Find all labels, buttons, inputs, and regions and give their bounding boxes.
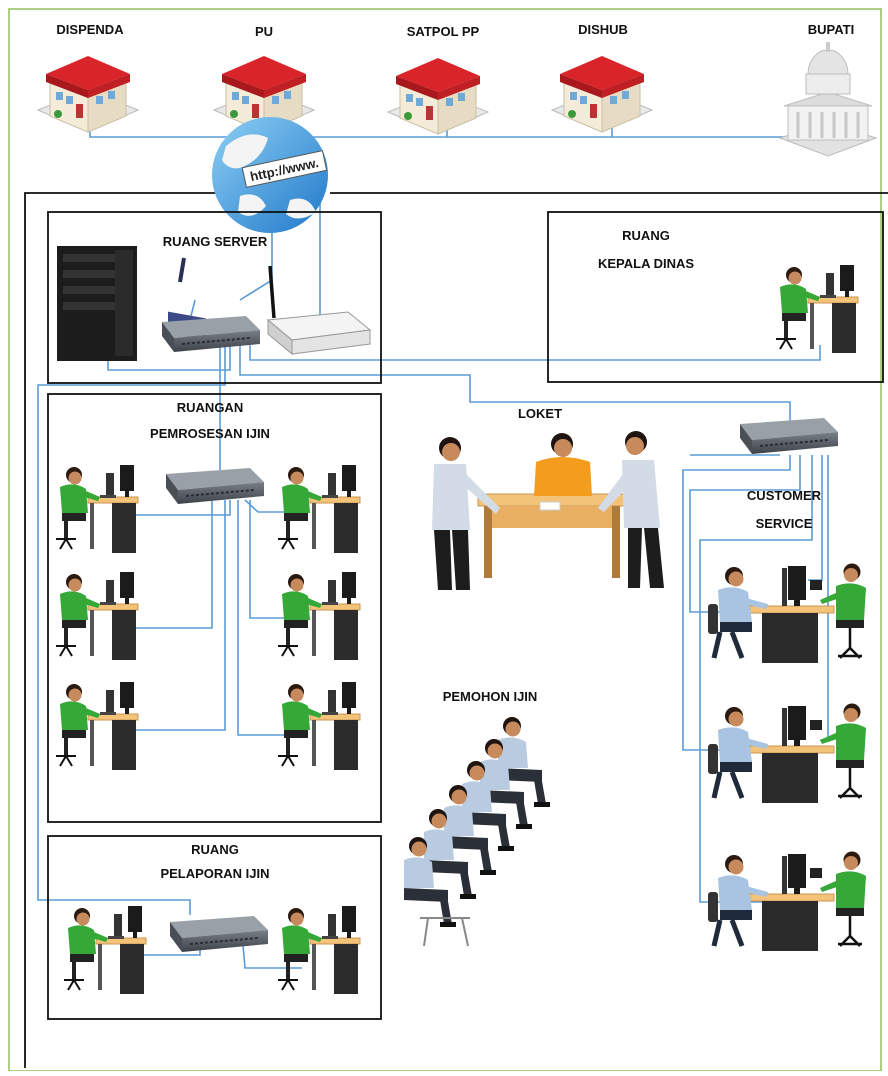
label-dispenda: DISPENDA — [56, 22, 124, 37]
workstation-pemrosesan-5 — [277, 571, 361, 661]
workstation-pemrosesan-1 — [55, 464, 139, 554]
internet-globe-icon: http://www. — [212, 117, 328, 233]
room-kepala-title-line2: KEPALA DINAS — [597, 256, 695, 271]
wifi-router — [266, 265, 372, 356]
label-bupati: BUPATI — [807, 22, 855, 37]
area-pemohon-title: PEMOHON IJIN — [442, 689, 538, 704]
server-tower — [57, 246, 137, 361]
building-satpol-pp — [387, 57, 489, 135]
label-pu: PU — [254, 24, 274, 39]
area-cs-title-line1: CUSTOMER — [746, 488, 822, 503]
room-server — [47, 211, 382, 384]
workstation-pelaporan-2 — [277, 905, 361, 995]
building-bupati — [778, 40, 878, 158]
room-pelaporan-title-line1: RUANG — [191, 842, 239, 857]
room-kepala-dinas — [547, 211, 884, 383]
room-pelaporan — [47, 835, 382, 1020]
room-pelaporan-title-line2: PELAPORAN IJIN — [160, 866, 270, 881]
waiting-applicants — [404, 717, 550, 947]
workstation-kepala — [775, 264, 859, 354]
pemrosesan-switch — [165, 467, 265, 505]
office-boundary — [24, 192, 888, 1068]
label-satpol-pp: SATPOL PP — [406, 24, 480, 39]
building-dishub — [551, 55, 653, 133]
cs-station-1 — [708, 564, 866, 664]
area-loket-title: LOKET — [517, 406, 563, 421]
workstation-pemrosesan-6 — [277, 681, 361, 771]
room-kepala-title-line1: RUANG — [622, 228, 670, 243]
workstation-pemrosesan-4 — [277, 464, 361, 554]
workstation-pemrosesan-2 — [55, 571, 139, 661]
building-dispenda — [37, 55, 139, 133]
room-server-title: RUANG SERVER — [162, 234, 268, 249]
workstation-pemrosesan-3 — [55, 681, 139, 771]
server-room-switch — [161, 315, 261, 353]
cs-station-2 — [708, 704, 866, 804]
pelaporan-switch — [169, 915, 269, 953]
cs-station-3 — [708, 852, 866, 952]
loket-counter-scene — [432, 431, 664, 590]
label-dishub: DISHUB — [578, 22, 628, 37]
workstation-pelaporan-1 — [63, 905, 147, 995]
loket-switch — [739, 417, 839, 455]
room-pemrosesan-title-line2: PEMROSESAN IJIN — [150, 426, 270, 441]
room-pemrosesan-title-line1: RUANGAN — [176, 400, 244, 415]
area-cs-title-line2: SERVICE — [755, 516, 813, 531]
room-pemrosesan — [47, 393, 382, 823]
